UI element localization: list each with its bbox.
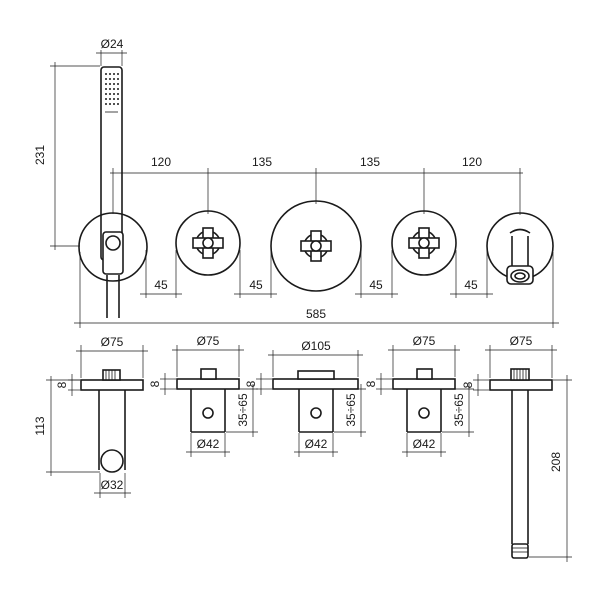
label-mixer-left-plate-thickness: 8 <box>148 380 162 387</box>
dim-centre-spacings: 120 135 135 120 <box>110 155 523 215</box>
label-mixer-center-plate-diameter: Ø105 <box>301 339 331 353</box>
handshower <box>100 66 123 261</box>
holder-plate-front <box>78 212 148 318</box>
label-total-width: 585 <box>306 307 326 321</box>
label-gap-1: 45 <box>154 278 168 292</box>
label-mixer-left-body-diameter: Ø42 <box>197 437 220 451</box>
label-spout-length: 208 <box>549 452 563 472</box>
dim-handshower-height: 231 <box>33 62 100 250</box>
label-holder-pipe-diameter: Ø32 <box>101 478 124 492</box>
label-spout-plate-diameter: Ø75 <box>510 334 533 348</box>
mixer-center-front <box>270 200 362 292</box>
label-handshower-height: 231 <box>33 145 47 165</box>
handshower-nozzles <box>105 73 119 105</box>
mixer-left-side: Ø75 8 35÷65 Ø42 <box>148 334 258 457</box>
mixer-center-side: Ø105 8 35÷65 Ø42 <box>244 339 366 457</box>
spout-side: Ø75 8 208 <box>461 334 572 562</box>
label-holder-plate-diameter: Ø75 <box>101 335 124 349</box>
label-mixer-center-plate-thickness: 8 <box>244 380 258 387</box>
holder-side: Ø75 8 113 Ø32 <box>33 335 148 498</box>
front-view: Ø24 231 120 135 135 120 45 <box>33 37 559 328</box>
dim-total-width: 585 <box>74 252 559 328</box>
mixer-right-front <box>391 210 457 276</box>
label-mixer-left-depth-range: 35÷65 <box>236 393 250 427</box>
label-mixer-center-body-diameter: Ø42 <box>305 437 328 451</box>
label-gap-4: 45 <box>464 278 478 292</box>
label-mixer-right-plate-thickness: 8 <box>364 380 378 387</box>
dim-handshower-diameter: Ø24 <box>96 37 127 66</box>
label-gap-2: 45 <box>249 278 263 292</box>
label-spacing-2: 135 <box>252 155 272 169</box>
label-gap-3: 45 <box>369 278 383 292</box>
mixer-right-side: Ø75 8 35÷65 Ø42 <box>364 334 474 457</box>
label-spacing-3: 135 <box>360 155 380 169</box>
label-spout-plate-thickness: 8 <box>461 381 475 388</box>
mixer-left-front <box>175 210 241 276</box>
side-views: Ø75 8 113 Ø32 Ø75 <box>33 334 572 562</box>
label-mixer-right-body-diameter: Ø42 <box>413 437 436 451</box>
label-holder-plate-thickness: 8 <box>55 381 69 388</box>
dim-gaps: 45 45 45 45 <box>140 250 493 298</box>
label-mixer-center-depth-range: 35÷65 <box>344 393 358 427</box>
label-spacing-1: 120 <box>151 155 171 169</box>
label-holder-depth: 113 <box>33 416 47 435</box>
label-mixer-right-plate-diameter: Ø75 <box>413 334 436 348</box>
label-handshower-diameter: Ø24 <box>101 37 124 51</box>
spout-front <box>486 212 554 285</box>
label-spacing-4: 120 <box>462 155 482 169</box>
label-mixer-right-depth-range: 35÷65 <box>452 393 466 427</box>
label-mixer-left-plate-diameter: Ø75 <box>197 334 220 348</box>
